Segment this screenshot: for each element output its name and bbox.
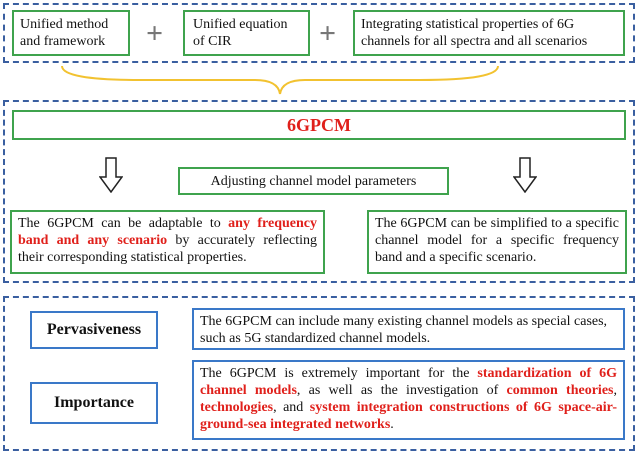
importance-text-2: , as well as the investigation of <box>296 383 507 398</box>
importance-text-3: , <box>613 383 617 398</box>
integrating-properties-line1: Integrating statistical properties of 6G <box>361 17 575 32</box>
unified-equation-line1: Unified equation <box>193 17 288 32</box>
simplified-text: The 6GPCM can be simplified to a specifi… <box>375 216 619 265</box>
adjusting-parameters-box: Adjusting channel model parameters <box>178 167 449 195</box>
brace-icon <box>61 65 499 95</box>
importance-text-1: The 6GPCM is extremely important for the <box>200 366 478 381</box>
importance-highlight-4: system integration constructions of 6G s… <box>200 400 617 432</box>
importance-text-4: , and <box>273 400 310 415</box>
pervasiveness-text-box: The 6GPCM can include many existing chan… <box>192 308 625 350</box>
pervasiveness-label-box: Pervasiveness <box>30 311 158 349</box>
unified-method-line1: Unified method <box>20 17 109 32</box>
unified-method-line2: and framework <box>20 34 106 49</box>
importance-highlight-2: common theories <box>506 383 614 398</box>
integrating-properties-box: Integrating statistical properties of 6G… <box>353 10 625 56</box>
adaptable-box: The 6GPCM can be adaptable to any freque… <box>10 210 325 274</box>
pervasiveness-label: Pervasiveness <box>46 321 142 338</box>
adaptable-text-2: by accurately reflecting their correspon… <box>18 233 317 265</box>
down-arrow-icon-left <box>99 157 123 193</box>
importance-highlight-3: technologies <box>200 400 274 415</box>
simplified-box: The 6GPCM can be simplified to a specifi… <box>367 210 627 274</box>
unified-equation-box: Unified equation of CIR <box>183 10 310 56</box>
adaptable-text-1: The 6GPCM can be adaptable to <box>18 216 229 231</box>
importance-highlight-1: standardization of 6G channel models <box>200 366 617 398</box>
middle-section <box>3 100 635 283</box>
adjusting-parameters-label: Adjusting channel model parameters <box>210 173 417 189</box>
plus-icon-2: + <box>319 17 337 50</box>
plus-icon-1: + <box>146 17 164 50</box>
importance-text-box: The 6GPCM is extremely important for the… <box>192 360 625 440</box>
down-arrow-icon-right <box>513 157 537 193</box>
top-section <box>3 3 635 63</box>
importance-label: Importance <box>54 394 134 411</box>
importance-text-5: . <box>390 417 394 432</box>
6gpcm-title-box: 6GPCM <box>12 110 626 140</box>
integrating-properties-line2: channels for all spectra and all scenari… <box>361 34 588 49</box>
adaptable-highlight: any frequency band and any scenario <box>18 216 317 248</box>
pervasiveness-text: The 6GPCM can include many existing chan… <box>200 314 608 346</box>
bottom-section <box>3 296 635 451</box>
6gpcm-title: 6GPCM <box>287 114 351 135</box>
unified-equation-line2: of CIR <box>193 34 232 49</box>
importance-label-box: Importance <box>30 382 158 424</box>
unified-method-box: Unified method and framework <box>12 10 130 56</box>
